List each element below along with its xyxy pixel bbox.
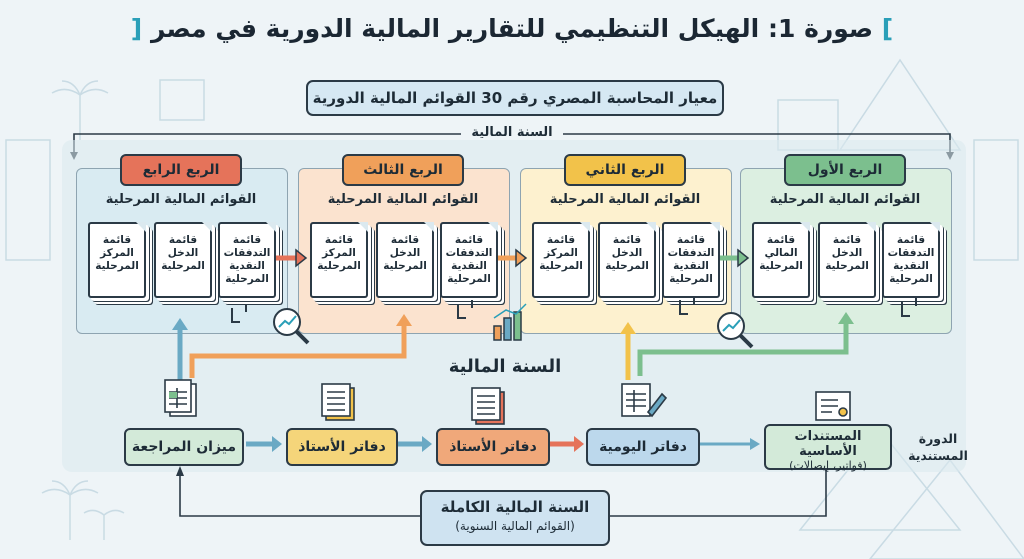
spreadsheet-icon [164,379,197,417]
page-fold [800,222,810,232]
statement-label: قائمة المركز المرحلية [317,234,361,272]
statement-label: قائمة الدخل المرحلية [825,234,869,272]
standard-banner: معيار المحاسبة المصري رقم 30 القوائم الم… [306,80,724,116]
bar-chart-icon [493,303,527,341]
page-title: ] صورة 1: الهيكل التنظيمي للتقارير المال… [0,14,1024,43]
statement-label: قائمة الدخل المرحلية [383,234,427,272]
journal-box: دفاتر اليومية [586,428,700,466]
statement-label: قائمة التدفقات النقدية المرحلية [667,234,715,285]
page-fold [266,222,276,232]
title-text: صورة 1: الهيكل التنظيمي للتقارير المالية… [150,14,874,43]
statement-document: قائمة الدخل المرحلية [818,222,876,298]
quarter-arrows [276,248,750,268]
annual-loop [179,466,827,517]
statement-document: قائمة المركز المرحلية [88,222,146,298]
quarter-tab: الربع الرابع [120,154,242,186]
fiscal-year-top-label: السنة المالية [461,125,563,140]
statement-label: قائمة المركز المرحلية [539,234,583,272]
statement-document: قائمة المركز المرحلية [532,222,590,298]
page-fold [580,222,590,232]
statement-document: قائمة التدفقات النقدية المرحلية [662,222,720,298]
trial-balance-box: ميزان المراجعة [124,428,244,466]
statement-label: قائمة التدفقات النقدية المرحلية [445,234,493,285]
quarter-subtitle: القوائم المالية المرحلية [769,192,921,207]
refresh-icons [231,296,917,323]
source-documents-title: المستندات الأساسية [794,429,862,459]
statement-document: قائمة الدخل المرحلية [154,222,212,298]
fiscal-year-center-label: السنة المالية [448,356,562,377]
quarter-feed-arrowheads [172,312,854,334]
statement-document: قائمة التدفقات النقدية المرحلية [218,222,276,298]
statement-label: قائمة الدخل المرحلية [605,234,649,272]
quarter-tab: الربع الثاني [564,154,686,186]
quarter-tab: الربع الثالث [342,154,464,186]
annual-subtitle: (القوائم المالية السنوية) [455,519,575,533]
annual-title: السنة المالية الكاملة [440,498,590,516]
ledger-book-icon [321,383,355,421]
source-documents-box: المستندات الأساسية (فواتير، إيصالات) [764,424,892,472]
statement-document: قائمة التدفقات النقدية المرحلية [882,222,940,298]
statement-label: قائمة المركز المرحلية [95,234,139,272]
certificate-icon [815,391,851,421]
title-bracket-left: [ [130,14,143,43]
quarter-subtitle: القوائم المالية المرحلية [549,192,701,207]
quarter-subtitle: القوائم المالية المرحلية [105,192,257,207]
statement-document: قائمة المركز المرحلية [310,222,368,298]
annual-statements-box: السنة المالية الكاملة (القوائم المالية ا… [420,490,610,546]
ledger-flow-arrows [246,436,760,452]
source-documents-subtitle: (فواتير، إيصالات) [789,459,867,472]
statement-document: قائمة الدخل المرحلية [376,222,434,298]
statement-document: قائمة المالي المرحلية [752,222,810,298]
statement-document: قائمة الدخل المرحلية [598,222,656,298]
page-fold [424,222,434,232]
statement-label: قائمة التدفقات النقدية المرحلية [223,234,271,285]
document-cycle-label: الدورة المستندية [908,431,968,463]
statement-label: قائمة المالي المرحلية [759,234,803,272]
statement-label: قائمة التدفقات النقدية المرحلية [887,234,935,285]
journal-pen-icon [621,383,668,418]
magnifier-chart-icon-2 [717,312,754,349]
magnifier-chart-icon [273,308,310,345]
title-bracket-right: ] [881,14,894,43]
page-fold [202,222,212,232]
statement-label: قائمة الدخل المرحلية [161,234,205,272]
ledger-book-icon-2 [471,387,505,425]
page-fold [358,222,368,232]
page-fold [930,222,940,232]
quarter-tab: الربع الأول [784,154,906,186]
page-fold [710,222,720,232]
page-fold [866,222,876,232]
quarter-feed-arrows [177,320,849,412]
quarter-subtitle: القوائم المالية المرحلية [327,192,479,207]
ledger-box-2: دفاتر الأستاذ [436,428,550,466]
page-fold [488,222,498,232]
page-fold [136,222,146,232]
ledger-box-1: دفاتر الأستاذ [286,428,398,466]
page-fold [646,222,656,232]
statement-document: قائمة التدفقات النقدية المرحلية [440,222,498,298]
